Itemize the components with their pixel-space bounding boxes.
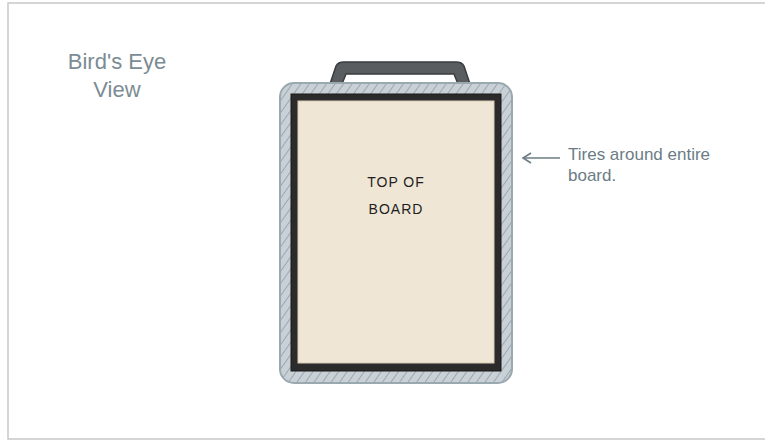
handle xyxy=(330,62,470,84)
leader-line xyxy=(524,157,560,159)
frame xyxy=(8,3,765,439)
tire-band xyxy=(280,83,512,383)
leader-arrowhead xyxy=(523,153,531,163)
view-title: Bird's Eye View xyxy=(52,48,182,103)
board-top xyxy=(298,101,494,363)
board-top-area: TOP OF BOARD xyxy=(298,101,494,363)
board-label: TOP OF BOARD xyxy=(364,169,428,222)
board-edge xyxy=(291,94,501,371)
callout-note: Tires around entire board. xyxy=(568,144,718,187)
